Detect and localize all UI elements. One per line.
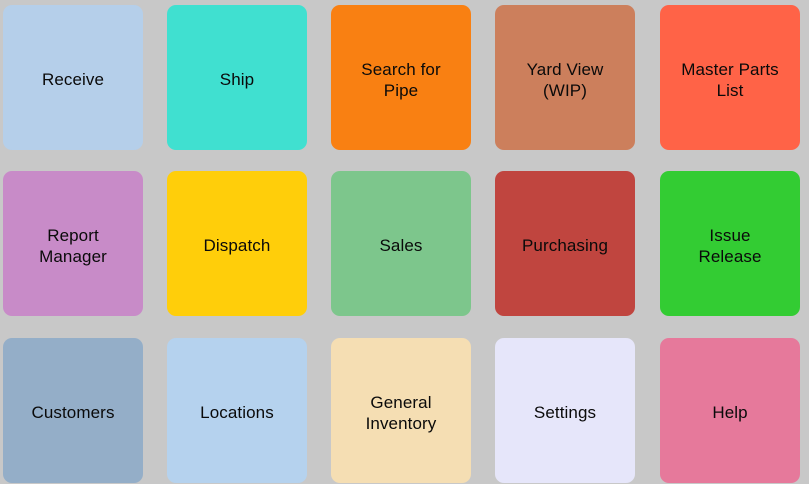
tile-label-report-manager: Report Manager [39, 225, 107, 266]
tile-label-search-for-pipe: Search for Pipe [361, 59, 441, 100]
tile-purchasing[interactable]: Purchasing [495, 171, 635, 316]
tile-dispatch[interactable]: Dispatch [167, 171, 307, 316]
tile-issue-release[interactable]: Issue Release [660, 171, 800, 316]
tile-customers[interactable]: Customers [3, 338, 143, 483]
tile-label-dispatch: Dispatch [203, 236, 271, 255]
tile-master-parts-list[interactable]: Master Parts List [660, 5, 800, 150]
tile-search-for-pipe[interactable]: Search for Pipe [331, 5, 471, 150]
tile-settings[interactable]: Settings [495, 338, 635, 483]
tile-label-master-parts-list: Master Parts List [681, 59, 779, 100]
tile-label-yard-view: Yard View (WIP) [526, 59, 604, 100]
tile-receive[interactable]: Receive [3, 5, 143, 150]
tile-label-help: Help [712, 403, 748, 422]
tile-label-customers: Customers [31, 403, 115, 422]
tile-label-general-inventory: General Inventory [365, 392, 437, 433]
tile-label-settings: Settings [533, 403, 597, 422]
tile-label-receive: Receive [41, 70, 105, 89]
tile-sales[interactable]: Sales [331, 171, 471, 316]
tile-label-purchasing: Purchasing [521, 236, 609, 255]
tile-report-manager[interactable]: Report Manager [3, 171, 143, 316]
tile-general-inventory[interactable]: General Inventory [331, 338, 471, 483]
tile-label-ship: Ship [219, 70, 255, 89]
tile-locations[interactable]: Locations [167, 338, 307, 483]
tile-label-issue-release: Issue Release [698, 225, 762, 266]
tile-yard-view[interactable]: Yard View (WIP) [495, 5, 635, 150]
tile-label-sales: Sales [379, 236, 423, 255]
tile-label-locations: Locations [200, 403, 274, 422]
tile-ship[interactable]: Ship [167, 5, 307, 150]
tile-help[interactable]: Help [660, 338, 800, 483]
